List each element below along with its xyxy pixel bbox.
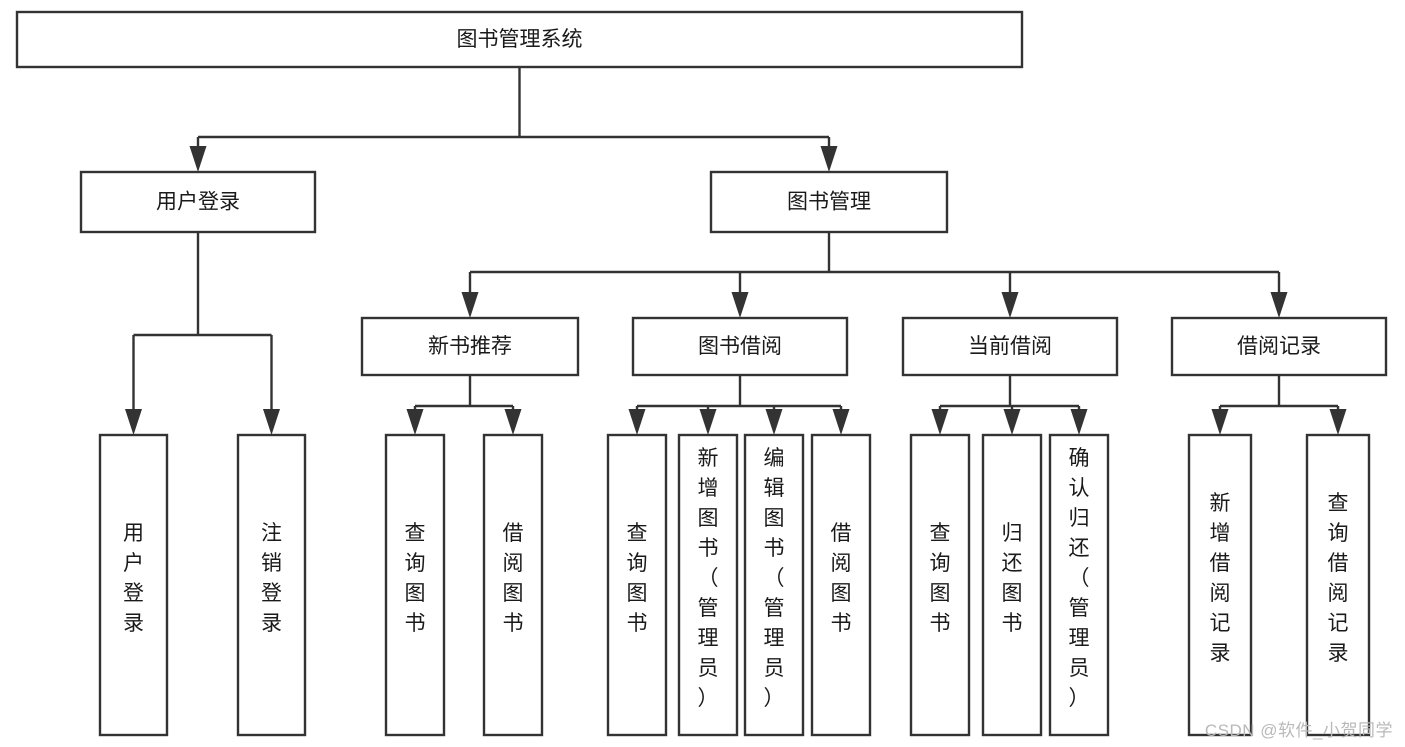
connector-group bbox=[461, 232, 1288, 318]
node-box[interactable] bbox=[709, 170, 949, 234]
node-label: 查询图书 bbox=[627, 522, 648, 635]
connector-group bbox=[1211, 375, 1347, 435]
arrow-head-icon bbox=[461, 292, 479, 318]
connector-group bbox=[628, 375, 850, 435]
node-box[interactable] bbox=[677, 433, 739, 737]
node-box[interactable] bbox=[15, 10, 1024, 69]
node-leaf-query-record[interactable]: 查询借阅记录 bbox=[1305, 433, 1371, 737]
node-label: 新增图书（管理员） bbox=[698, 447, 719, 710]
connector-group bbox=[406, 375, 522, 435]
node-leaf-confirm-return[interactable]: 确认归还（管理员） bbox=[1048, 433, 1110, 737]
node-box[interactable] bbox=[901, 316, 1119, 377]
node-label: 图书借阅 bbox=[698, 335, 782, 358]
node-label: 图书管理系统 bbox=[457, 28, 583, 51]
node-label: 编辑图书（管理员） bbox=[764, 447, 785, 710]
node-label: 查询图书 bbox=[930, 522, 951, 635]
node-box[interactable] bbox=[743, 433, 805, 737]
node-label: 用户登录 bbox=[123, 522, 144, 635]
node-label: 新增借阅记录 bbox=[1210, 492, 1231, 665]
node-current-borrow[interactable]: 当前借阅 bbox=[901, 316, 1119, 377]
node-leaf-add-record[interactable]: 新增借阅记录 bbox=[1187, 433, 1253, 737]
node-label: 用户登录 bbox=[156, 191, 240, 214]
arrow-head-icon bbox=[832, 409, 850, 435]
arrow-head-icon bbox=[406, 409, 424, 435]
arrow-head-icon bbox=[1070, 409, 1088, 435]
node-label: 确认归还（管理员） bbox=[1069, 447, 1090, 710]
node-user-login[interactable]: 用户登录 bbox=[79, 170, 317, 234]
arrow-head-icon bbox=[1211, 409, 1229, 435]
node-label: 借阅图书 bbox=[503, 522, 524, 635]
node-box[interactable] bbox=[384, 433, 446, 737]
node-label: 当前借阅 bbox=[968, 335, 1052, 358]
arrow-head-icon bbox=[765, 409, 783, 435]
node-leaf-borrow-book-2[interactable]: 借阅图书 bbox=[810, 433, 872, 737]
arrow-head-icon bbox=[1003, 409, 1021, 435]
arrow-head-icon bbox=[931, 409, 949, 435]
node-box[interactable] bbox=[1305, 433, 1371, 737]
arrow-head-icon bbox=[504, 409, 522, 435]
node-leaf-return-book[interactable]: 归还图书 bbox=[981, 433, 1043, 737]
node-label: 查询借阅记录 bbox=[1328, 492, 1349, 665]
arrow-head-icon bbox=[1001, 292, 1019, 318]
node-label: 借阅图书 bbox=[831, 522, 852, 635]
node-box[interactable] bbox=[981, 433, 1043, 737]
node-label: 借阅记录 bbox=[1237, 335, 1321, 358]
arrow-head-icon bbox=[125, 409, 142, 435]
node-leaf-logout[interactable]: 注销登录 bbox=[236, 433, 307, 737]
node-box[interactable] bbox=[236, 433, 307, 737]
arrow-head-icon bbox=[628, 409, 646, 435]
node-leaf-query-book-2[interactable]: 查询图书 bbox=[606, 433, 668, 737]
arrow-head-icon bbox=[820, 146, 838, 172]
node-leaf-query-book-1[interactable]: 查询图书 bbox=[384, 433, 446, 737]
node-new-book-rec[interactable]: 新书推荐 bbox=[360, 316, 580, 377]
node-box[interactable] bbox=[606, 433, 668, 737]
arrow-head-icon bbox=[1270, 292, 1288, 318]
node-leaf-user-login[interactable]: 用户登录 bbox=[98, 433, 169, 737]
node-borrow-record[interactable]: 借阅记录 bbox=[1170, 316, 1388, 377]
node-box[interactable] bbox=[98, 433, 169, 737]
node-box[interactable] bbox=[810, 433, 872, 737]
watermark-text: CSDN @软件_小贺同学 bbox=[1204, 721, 1393, 740]
node-label: 新书推荐 bbox=[428, 335, 512, 358]
connector-group bbox=[125, 232, 280, 435]
connectors-layer bbox=[125, 67, 1347, 435]
node-leaf-query-book-3[interactable]: 查询图书 bbox=[909, 433, 971, 737]
nodes-layer: 图书管理系统用户登录图书管理新书推荐图书借阅当前借阅借阅记录用户登录注销登录查询… bbox=[15, 10, 1388, 737]
node-label: 注销登录 bbox=[261, 522, 282, 635]
node-box[interactable] bbox=[1048, 433, 1110, 737]
connector-group bbox=[189, 67, 838, 172]
node-box[interactable] bbox=[360, 316, 580, 377]
node-label: 图书管理 bbox=[787, 191, 871, 214]
node-box[interactable] bbox=[1187, 433, 1253, 737]
node-box[interactable] bbox=[631, 316, 849, 377]
node-box[interactable] bbox=[482, 433, 544, 737]
node-box[interactable] bbox=[79, 170, 317, 234]
arrow-head-icon bbox=[263, 409, 280, 435]
arrow-head-icon bbox=[1329, 409, 1347, 435]
node-book-manage[interactable]: 图书管理 bbox=[709, 170, 949, 234]
connector-group bbox=[931, 375, 1088, 435]
arrow-head-icon bbox=[731, 292, 749, 318]
node-book-borrow[interactable]: 图书借阅 bbox=[631, 316, 849, 377]
arrow-head-icon bbox=[189, 146, 207, 172]
node-leaf-edit-book[interactable]: 编辑图书（管理员） bbox=[743, 433, 805, 737]
node-leaf-borrow-book-1[interactable]: 借阅图书 bbox=[482, 433, 544, 737]
arrow-head-icon bbox=[699, 409, 717, 435]
node-label: 归还图书 bbox=[1002, 522, 1023, 635]
node-box[interactable] bbox=[1170, 316, 1388, 377]
node-label: 查询图书 bbox=[405, 522, 426, 635]
node-box[interactable] bbox=[909, 433, 971, 737]
node-root[interactable]: 图书管理系统 bbox=[15, 10, 1024, 69]
node-leaf-add-book[interactable]: 新增图书（管理员） bbox=[677, 433, 739, 737]
